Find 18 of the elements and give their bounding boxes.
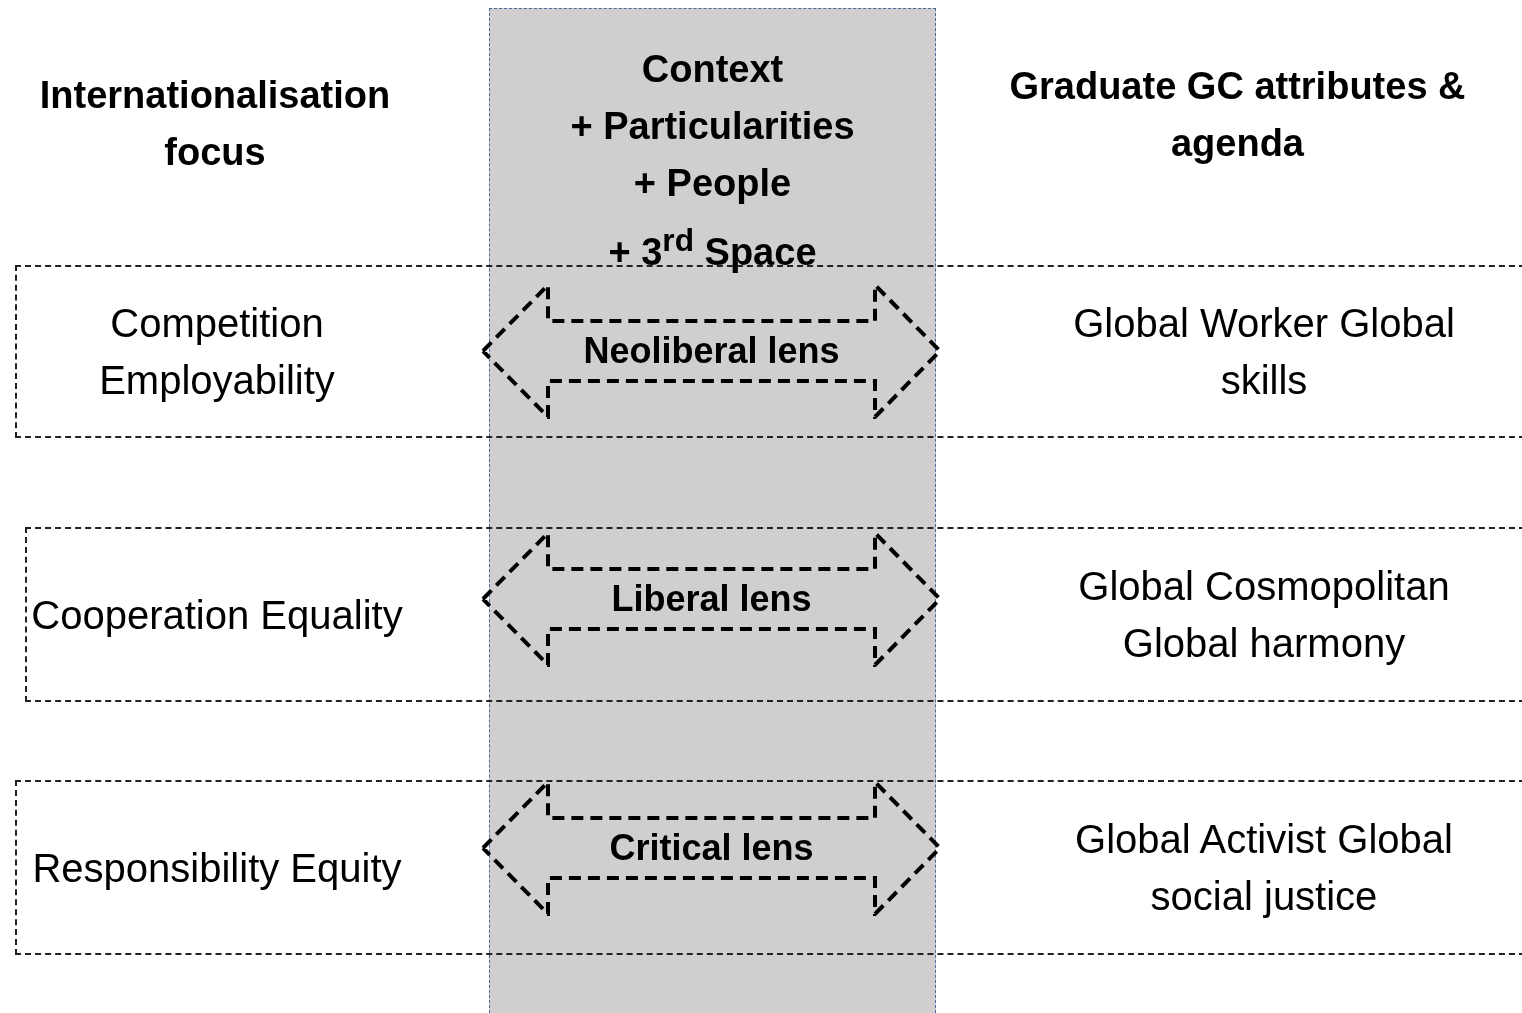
attribute-text: Global Activist Global social justice <box>1074 815 1454 920</box>
column-header: Graduate GC attributes & agenda <box>1008 64 1467 166</box>
focus-text: Competition Employability <box>98 299 336 404</box>
column-heading: + 3$^{rd}$ Space <box>607 221 818 275</box>
focus-text: Responsibility Equity <box>31 844 403 892</box>
column-heading: + Particularities <box>569 104 856 149</box>
column-heading: Context <box>640 47 785 92</box>
column-header: Internationalisation focus <box>38 73 392 175</box>
attribute-text: Global Worker Global skills <box>1072 299 1456 404</box>
arrow-label: Critical lens <box>608 826 815 870</box>
context-column <box>489 8 936 1013</box>
row-band <box>15 780 1522 955</box>
arrow-label: Liberal lens <box>610 577 813 621</box>
column-heading: + People <box>632 161 793 206</box>
arrow-label: Neoliberal lens <box>582 329 841 373</box>
row-band <box>25 527 1522 702</box>
attribute-text: Global Cosmopolitan Global harmony <box>1077 562 1451 667</box>
focus-text: Cooperation Equality <box>30 591 404 639</box>
